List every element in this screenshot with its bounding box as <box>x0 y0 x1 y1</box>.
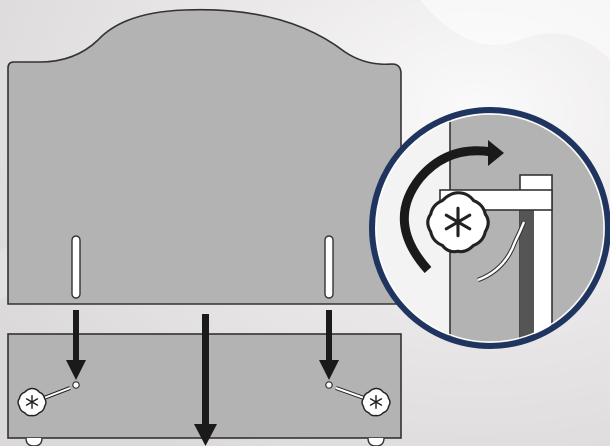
rotation-arrow <box>399 146 493 274</box>
bed-base-foot-right <box>367 437 385 446</box>
bolt-hole-left <box>72 381 80 389</box>
background-highlight <box>420 0 610 60</box>
bed-base-foot-left <box>25 437 43 446</box>
headboard-slot-left <box>71 235 81 299</box>
inset-ring <box>369 107 610 349</box>
headboard-panel <box>7 8 402 305</box>
arrow-down-right <box>319 310 339 380</box>
arrow-down-left <box>66 310 86 380</box>
bolt-hole-right <box>325 381 333 389</box>
headboard-slot-right <box>324 235 334 299</box>
arrow-down-center <box>194 314 217 446</box>
inset-ring-inner <box>375 113 605 343</box>
star-knob-right <box>335 386 391 417</box>
star-knob-left <box>17 386 71 417</box>
